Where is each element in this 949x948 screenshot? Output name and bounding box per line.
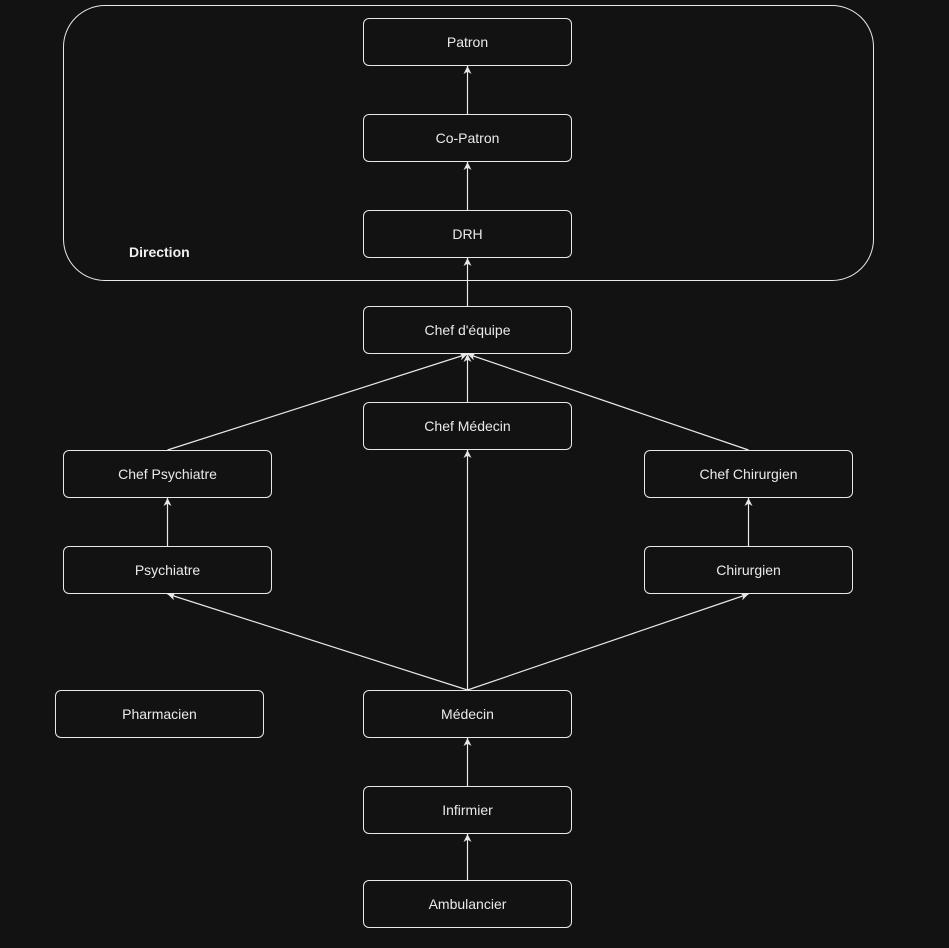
edge-chef_psychiatre-to-chef_equipe[interactable] — [167, 352, 468, 451]
node-drh[interactable]: DRH — [363, 210, 572, 258]
node-chef-medecin[interactable]: Chef Médecin — [363, 402, 572, 450]
node-medecin[interactable]: Médecin — [363, 690, 572, 738]
node-ambulancier[interactable]: Ambulancier — [363, 880, 572, 928]
node-patron[interactable]: Patron — [363, 18, 572, 66]
node-chef-psychiatre[interactable]: Chef Psychiatre — [63, 450, 272, 498]
direction-group[interactable] — [63, 5, 874, 281]
node-co-patron[interactable]: Co-Patron — [363, 114, 572, 162]
edge-medecin-to-psychiatre[interactable] — [167, 592, 468, 691]
node-chef-equipe[interactable]: Chef d'équipe — [363, 306, 572, 354]
node-chirurgien[interactable]: Chirurgien — [644, 546, 853, 594]
node-psychiatre[interactable]: Psychiatre — [63, 546, 272, 594]
direction-group-label: Direction — [129, 244, 190, 260]
node-pharmacien[interactable]: Pharmacien — [55, 690, 264, 738]
edge-medecin-to-chirurgien[interactable] — [467, 592, 749, 691]
node-infirmier[interactable]: Infirmier — [363, 786, 572, 834]
node-chef-chirurgien[interactable]: Chef Chirurgien — [644, 450, 853, 498]
edge-chef_chirurgien-to-chef_equipe[interactable] — [467, 352, 749, 451]
